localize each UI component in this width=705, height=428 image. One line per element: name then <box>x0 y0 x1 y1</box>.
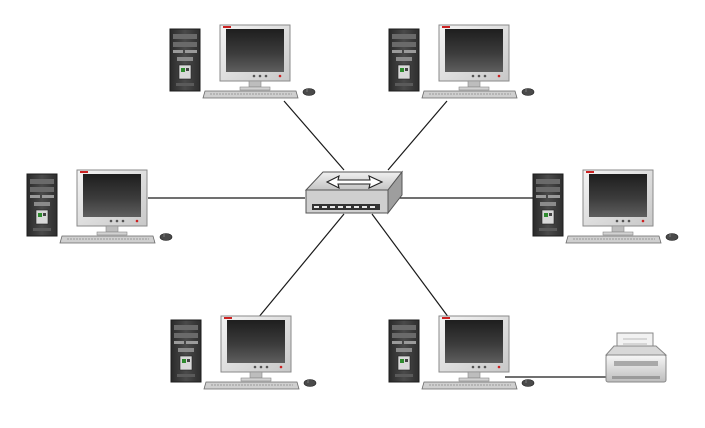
desktop-computer-icon <box>171 316 316 389</box>
desktop-computer-icon <box>389 316 534 389</box>
cable-group <box>148 101 607 377</box>
cable-bottom-right <box>372 214 449 318</box>
cable-top-left <box>284 101 344 170</box>
desktop-computer-icon <box>533 170 678 243</box>
desktop-computer-icon <box>27 170 172 243</box>
desktop-computer-icon <box>170 25 315 98</box>
printer-icon <box>606 333 666 382</box>
cable-bottom-left <box>258 214 344 318</box>
network-switch-icon <box>306 172 402 213</box>
cable-top-right <box>388 101 447 170</box>
desktop-computer-icon <box>389 25 534 98</box>
